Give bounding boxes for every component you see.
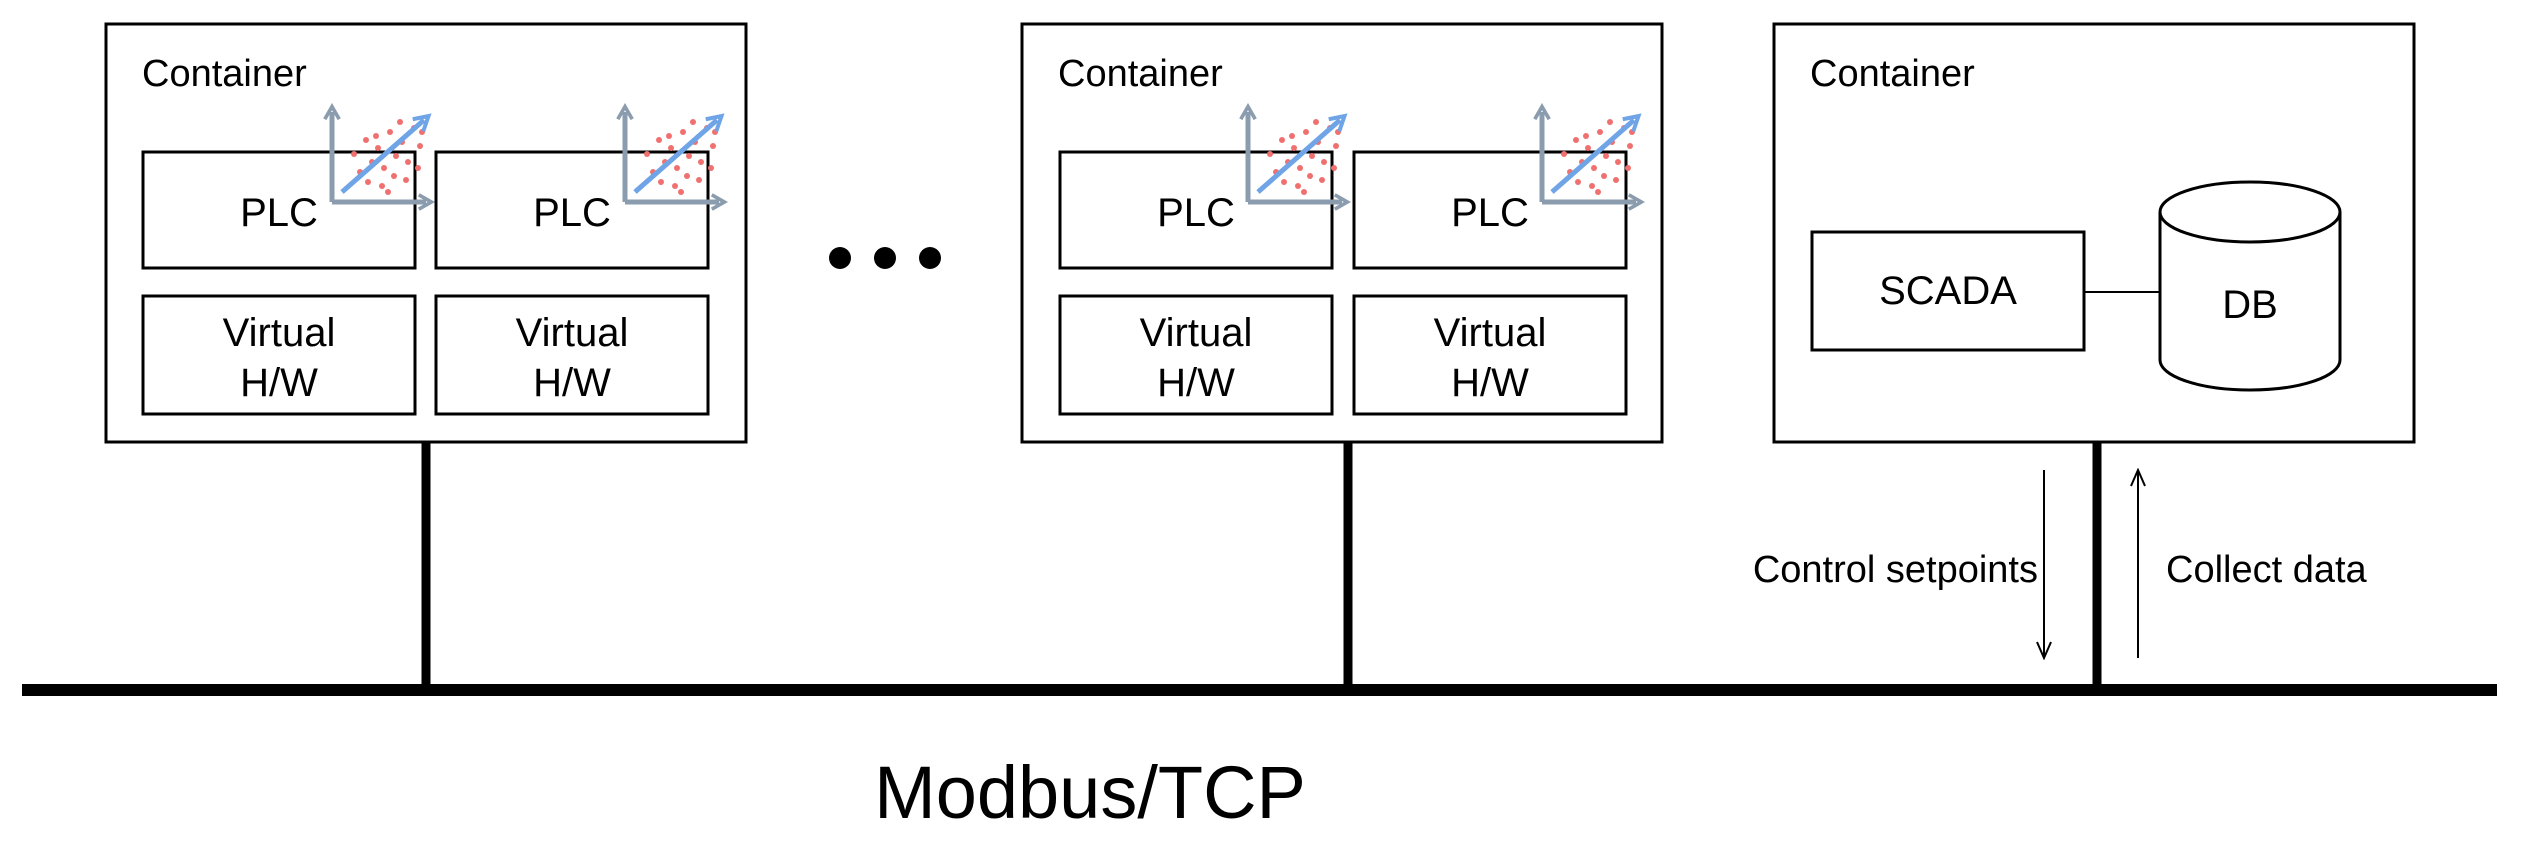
plc-block: PLC <box>434 150 710 270</box>
plc-label: PLC <box>1157 191 1235 235</box>
database-cylinder: DB <box>2158 180 2342 392</box>
db-label: DB <box>2222 283 2278 327</box>
virtual-hw-block: Virtual H/W <box>141 294 417 416</box>
scada-label: SCADA <box>1879 269 2017 313</box>
plc-label: PLC <box>533 191 611 235</box>
virtual-hw-line2: H/W <box>1451 361 1529 405</box>
container-3-label: Container <box>1810 53 1975 95</box>
plc-block: PLC <box>1058 150 1334 270</box>
virtual-hw-line1: Virtual <box>516 311 629 355</box>
plc-label: PLC <box>240 191 318 235</box>
container-1-label: Container <box>142 53 307 95</box>
virtual-hw-line2: H/W <box>240 361 318 405</box>
plc-label: PLC <box>1451 191 1529 235</box>
collect-data-label: Collect data <box>2166 549 2368 591</box>
bus-label: Modbus/TCP <box>874 751 1306 834</box>
container-3: Container SCADA DB <box>1772 22 2416 444</box>
plc-block: PLC <box>141 150 417 270</box>
container-2-label: Container <box>1058 53 1223 95</box>
virtual-hw-line1: Virtual <box>1434 311 1547 355</box>
virtual-hw-line2: H/W <box>533 361 611 405</box>
control-setpoints-label: Control setpoints <box>1753 549 2038 591</box>
plc-block: PLC <box>1352 150 1628 270</box>
scada-block: SCADA <box>1810 230 2086 352</box>
virtual-hw-block: Virtual H/W <box>1352 294 1628 416</box>
container-2: Container PLC PLC Virtual H/W Virtual H/… <box>1020 22 1664 444</box>
ellipsis <box>829 247 941 269</box>
virtual-hw-block: Virtual H/W <box>1058 294 1334 416</box>
virtual-hw-line1: Virtual <box>1140 311 1253 355</box>
virtual-hw-line1: Virtual <box>223 311 336 355</box>
virtual-hw-line2: H/W <box>1157 361 1235 405</box>
virtual-hw-block: Virtual H/W <box>434 294 710 416</box>
container-1: Container PLC PLC Virtual H/W Virtual H/… <box>104 22 748 444</box>
